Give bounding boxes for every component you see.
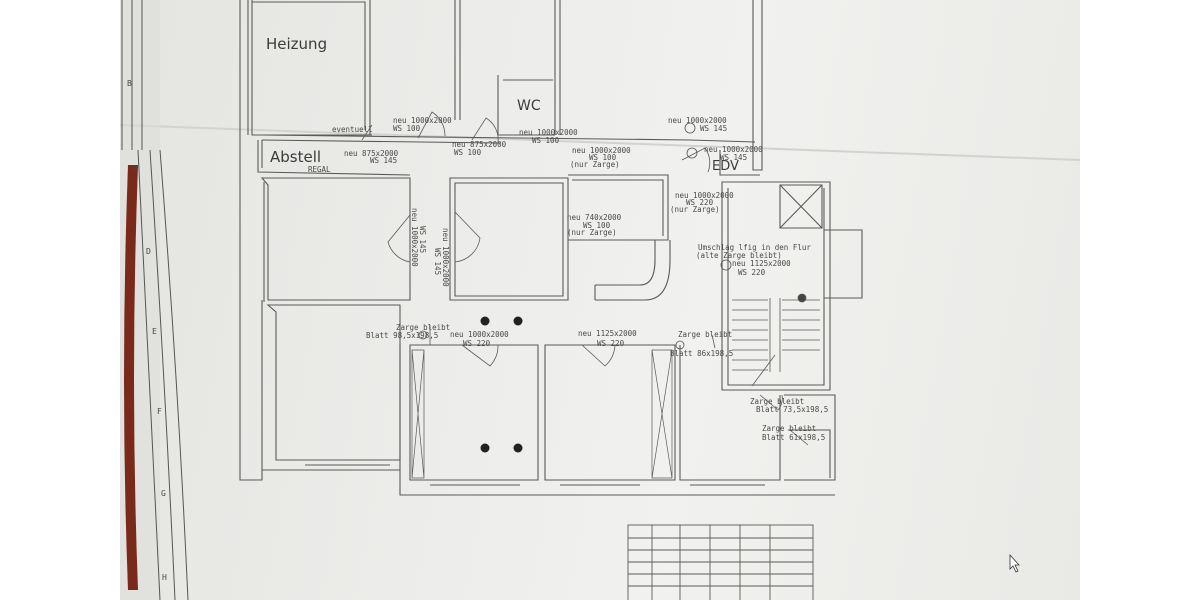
annotation-text: WS 100 bbox=[454, 148, 482, 157]
annotation-text: WS 100 bbox=[589, 153, 617, 162]
room-label-abstell: Abstell bbox=[270, 148, 321, 166]
annotation-text: WS 145 bbox=[720, 153, 747, 162]
annotation-text: neu 1125x2000 bbox=[732, 259, 791, 268]
annotation-text: WS 145 bbox=[700, 124, 727, 133]
walls bbox=[239, 0, 863, 496]
columns bbox=[480, 316, 523, 453]
annotation-text: neu 1000x2000 bbox=[572, 146, 631, 155]
annotation-text: neu 1000x2000 bbox=[668, 116, 727, 125]
annotation-text: Blatt 86x198,5 bbox=[670, 349, 733, 358]
annotation-text: neu 1000x2000 bbox=[704, 145, 763, 154]
annotation-text: neu 740x2000 bbox=[567, 213, 622, 222]
annotation-text: (alte Zarge bleibt) bbox=[696, 251, 782, 260]
annotation-text: (nur Zarge) bbox=[670, 205, 720, 214]
annotation-text: neu 1000x2000 bbox=[519, 128, 578, 137]
annotation-text: WS 145 bbox=[433, 248, 442, 275]
grid-letter: B bbox=[127, 79, 132, 88]
staircase bbox=[732, 293, 820, 387]
annotation-text: neu 875x2000 bbox=[344, 149, 399, 158]
annotation-text: neu 1000x2000 bbox=[441, 228, 450, 287]
external-stair bbox=[627, 524, 814, 600]
annotation-text: neu 1000x2000 bbox=[450, 330, 509, 339]
grid-axis-letters: B C D E F G H bbox=[127, 79, 167, 582]
grid-letter: G bbox=[161, 489, 166, 498]
annotation-text: WS 220 bbox=[597, 339, 625, 348]
annotation-text: Blatt 73,5x198,5 bbox=[756, 405, 828, 414]
annotation-text: Zarge bleibt bbox=[762, 424, 816, 433]
annotation-text: Blatt 98,5x198,5 bbox=[366, 331, 438, 340]
annotation-text: WS 220 bbox=[738, 268, 766, 277]
annotation-text: WS 145 bbox=[418, 226, 427, 253]
grid-letter: D bbox=[146, 247, 151, 256]
regal-label: REGAL bbox=[308, 165, 331, 174]
annotation-text: neu 1125x2000 bbox=[578, 329, 637, 338]
annotation-text: (nur Zarge) bbox=[567, 228, 617, 237]
annotation-text: Zarge bleibt bbox=[396, 323, 450, 332]
mouse-cursor-icon bbox=[1009, 553, 1020, 573]
grid-letter: H bbox=[162, 573, 167, 582]
annotation-text: eventuell bbox=[332, 125, 373, 134]
annotation-text: Umschlag lfig in den Flur bbox=[698, 243, 811, 252]
room-label-wc: WC bbox=[517, 98, 541, 114]
annotation-text: (nur Zarge) bbox=[570, 160, 620, 169]
annotation-text: WS 100 bbox=[393, 124, 421, 133]
paper-fold-line bbox=[120, 124, 1080, 161]
annotation-text: WS 145 bbox=[370, 156, 397, 165]
floor-plan-photo: B C D E F G H bbox=[120, 0, 1080, 600]
grid-letter: E bbox=[152, 327, 157, 336]
annotation-text: neu 1000x2000 bbox=[410, 208, 419, 267]
annotation-text: WS 100 bbox=[583, 221, 611, 230]
annotation-text: WS 220 bbox=[463, 339, 491, 348]
annotation-text: neu 875x2000 bbox=[452, 140, 507, 149]
floor-plan-drawing: B C D E F G H bbox=[120, 0, 1080, 600]
annotation-text: WS 220 bbox=[686, 198, 714, 207]
annotation-text: WS 100 bbox=[532, 136, 560, 145]
grid-letter: F bbox=[157, 407, 162, 416]
annotation-text: Blatt 61x198,5 bbox=[762, 433, 825, 442]
door-annotations: eventuell neu 1000x2000 WS 100 neu 875x2… bbox=[332, 116, 828, 442]
annotation-text: neu 1000x2000 bbox=[675, 191, 734, 200]
annotation-text: neu 1000x2000 bbox=[393, 116, 452, 125]
annotation-text: Zarge bleibt bbox=[678, 330, 732, 339]
room-label-heizung: Heizung bbox=[266, 35, 327, 53]
left-margin bbox=[121, 0, 189, 600]
grid-letter: C bbox=[133, 165, 138, 174]
revision-markers bbox=[418, 122, 732, 350]
room-label-edv: EDV bbox=[712, 159, 739, 174]
annotation-text: Zarge bleibt bbox=[750, 397, 804, 406]
door-swings bbox=[361, 111, 809, 446]
